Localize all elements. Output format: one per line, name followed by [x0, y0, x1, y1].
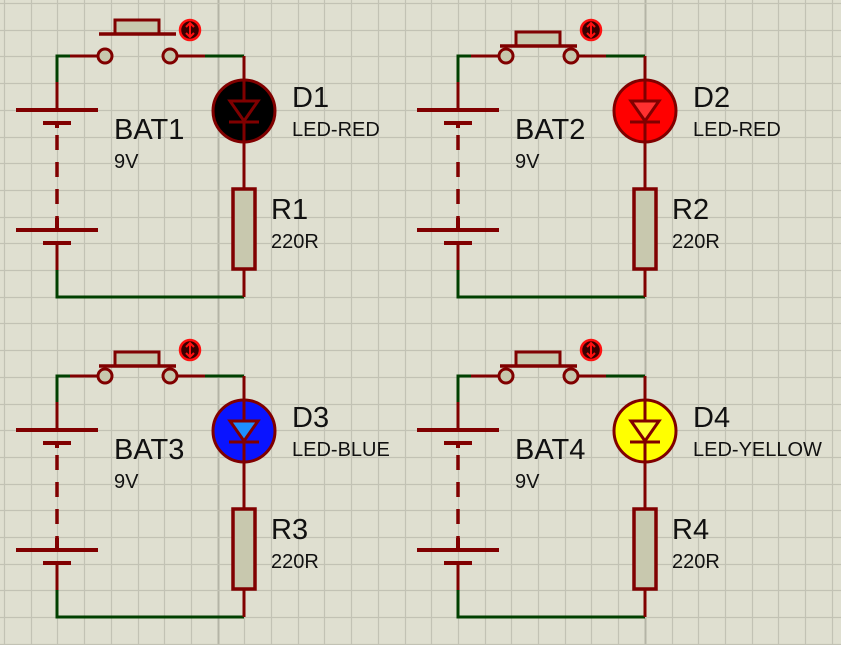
circuit-4: BAT4 9V D4 LED-YELLOW R4 220R	[417, 338, 822, 619]
push-button-switch[interactable]	[497, 30, 580, 65]
led-type-label: LED-RED	[292, 119, 380, 141]
switch-terminal	[497, 47, 515, 65]
wire-corner	[456, 295, 460, 299]
circuit-2: BAT2 9V D2 LED-RED R2 220R	[417, 18, 781, 299]
switch-button-cap	[514, 30, 562, 48]
control-icon-arrows	[185, 21, 195, 39]
resistor-value-label: 220R	[672, 551, 720, 573]
switch-terminal	[96, 47, 114, 65]
led-type-label: LED-BLUE	[292, 439, 390, 461]
led-type-label: LED-YELLOW	[693, 439, 822, 461]
switch-terminal	[161, 47, 179, 65]
led-symbol[interactable]	[211, 78, 277, 144]
resistor-value-label: 220R	[672, 231, 720, 253]
led-ref-label: D4	[693, 402, 730, 434]
circuits: BAT1 9V D1 LED-RED R1 220R BAT2 9V D2 LE…	[16, 18, 822, 619]
resistor-ref-label: R4	[672, 514, 709, 546]
wire-corner	[456, 615, 460, 619]
resistor-value-label: 220R	[271, 231, 319, 253]
wire-corner	[456, 374, 460, 378]
push-button-switch[interactable]	[96, 18, 179, 65]
switch-button-cap	[113, 18, 161, 36]
up-down-arrows-icon[interactable]	[178, 18, 202, 42]
circuit-3: BAT3 9V D3 LED-BLUE R3 220R	[16, 338, 390, 619]
switch-terminal	[161, 367, 179, 385]
led-ref-label: D1	[292, 82, 329, 114]
led-symbol[interactable]	[612, 398, 678, 464]
wire-corner	[55, 295, 59, 299]
battery-symbol[interactable]	[417, 108, 499, 245]
led-ref-label: D2	[693, 82, 730, 114]
battery-ref-label: BAT2	[515, 114, 585, 146]
resistor-ref-label: R3	[271, 514, 308, 546]
up-down-arrows-icon[interactable]	[579, 18, 603, 42]
up-down-arrows-icon[interactable]	[579, 338, 603, 362]
resistor-symbol[interactable]	[632, 507, 658, 591]
led-diode-triangle	[227, 419, 261, 444]
switch-terminal	[562, 47, 580, 65]
led-diode-triangle	[227, 99, 261, 124]
battery-value-label: 9V	[515, 151, 540, 173]
led-symbol[interactable]	[612, 78, 678, 144]
led-type-label: LED-RED	[693, 119, 781, 141]
battery-symbol[interactable]	[417, 428, 499, 565]
resistor-symbol[interactable]	[231, 507, 257, 591]
control-icon-arrows	[185, 341, 195, 359]
led-diode-triangle	[628, 99, 662, 124]
switch-terminal	[562, 367, 580, 385]
battery-ref-label: BAT1	[114, 114, 184, 146]
battery-value-label: 9V	[515, 471, 540, 493]
resistor-value-label: 220R	[271, 551, 319, 573]
led-diode-triangle	[628, 419, 662, 444]
battery-ref-label: BAT4	[515, 434, 585, 466]
led-ref-label: D3	[292, 402, 329, 434]
wire-corner	[55, 374, 59, 378]
switch-terminal	[96, 367, 114, 385]
circuit-1: BAT1 9V D1 LED-RED R1 220R	[16, 18, 380, 299]
battery-ref-label: BAT3	[114, 434, 184, 466]
battery-value-label: 9V	[114, 471, 139, 493]
battery-symbol[interactable]	[16, 428, 98, 565]
wire-corner	[55, 54, 59, 58]
battery-symbol[interactable]	[16, 108, 98, 245]
wire-corner	[55, 615, 59, 619]
led-symbol[interactable]	[211, 398, 277, 464]
resistor-ref-label: R2	[672, 194, 709, 226]
resistor-ref-label: R1	[271, 194, 308, 226]
resistor-symbol[interactable]	[231, 187, 257, 271]
push-button-switch[interactable]	[497, 350, 580, 385]
battery-value-label: 9V	[114, 151, 139, 173]
up-down-arrows-icon[interactable]	[178, 338, 202, 362]
control-icon-arrows	[586, 341, 596, 359]
wire-corner	[456, 54, 460, 58]
switch-button-cap	[113, 350, 161, 368]
control-icon-arrows	[586, 21, 596, 39]
resistor-symbol[interactable]	[632, 187, 658, 271]
switch-terminal	[497, 367, 515, 385]
switch-button-cap	[514, 350, 562, 368]
push-button-switch[interactable]	[96, 350, 179, 385]
